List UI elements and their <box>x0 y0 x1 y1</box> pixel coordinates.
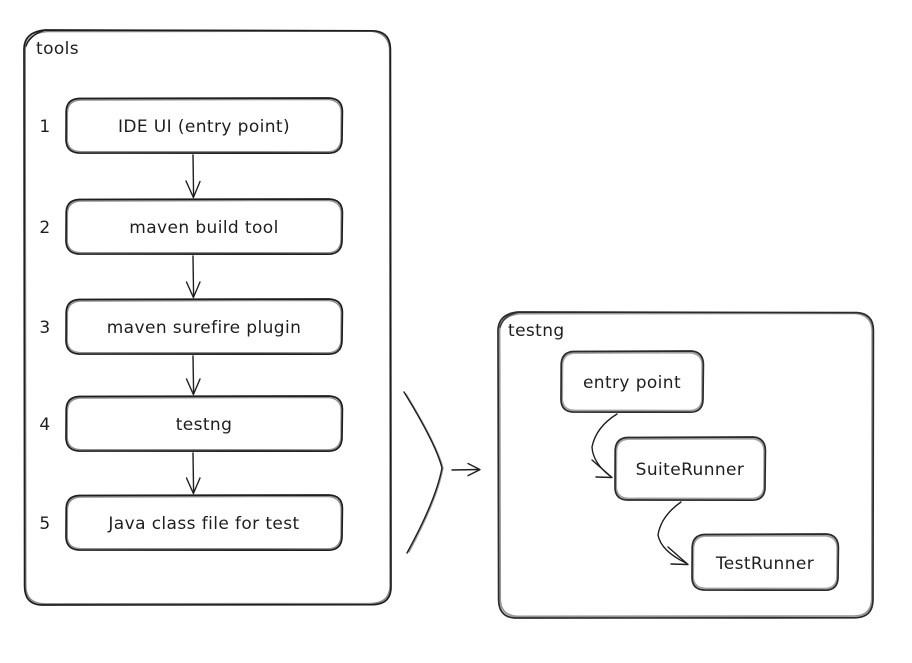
right-group-label: testng <box>508 321 565 341</box>
step-label-3: maven surefire plugin <box>107 318 302 338</box>
node-label-suite-runner: SuiteRunner <box>636 460 745 480</box>
step-box-2[interactable] <box>65 198 344 256</box>
node-box-suite-runner[interactable] <box>614 436 767 502</box>
flow-arrow-1-2 <box>185 154 201 199</box>
step-number-5: 5 <box>39 514 50 534</box>
flow-arrow-3-4 <box>185 355 201 396</box>
curly-brace <box>403 391 444 554</box>
node-label-entry-point: entry point <box>583 373 681 393</box>
right-group-frame <box>497 311 875 619</box>
step-number-2: 2 <box>39 218 50 238</box>
node-box-entry-point[interactable] <box>560 350 705 414</box>
node-box-test-runner[interactable] <box>691 533 840 592</box>
step-label-4: testng <box>176 415 233 435</box>
flow-arrow-entry-suite <box>591 413 618 479</box>
node-label-test-runner: TestRunner <box>715 554 814 574</box>
step-label-5: Java class file for test <box>107 514 299 534</box>
step-box-5[interactable] <box>65 494 344 552</box>
step-box-3[interactable] <box>65 298 344 356</box>
step-box-4[interactable] <box>65 395 344 453</box>
step-box-1[interactable] <box>65 97 344 155</box>
step-number-3: 3 <box>39 318 50 338</box>
step-number-1: 1 <box>39 117 50 137</box>
flow-arrow-4-5 <box>185 452 201 495</box>
step-label-2: maven build tool <box>129 218 278 238</box>
right-arrow <box>451 462 481 477</box>
left-group-label: tools <box>36 39 79 59</box>
flow-arrow-2-3 <box>185 255 201 299</box>
step-label-1: IDE UI (entry point) <box>118 117 290 137</box>
flow-arrow-suite-test <box>657 501 689 566</box>
step-number-4: 4 <box>39 415 50 435</box>
